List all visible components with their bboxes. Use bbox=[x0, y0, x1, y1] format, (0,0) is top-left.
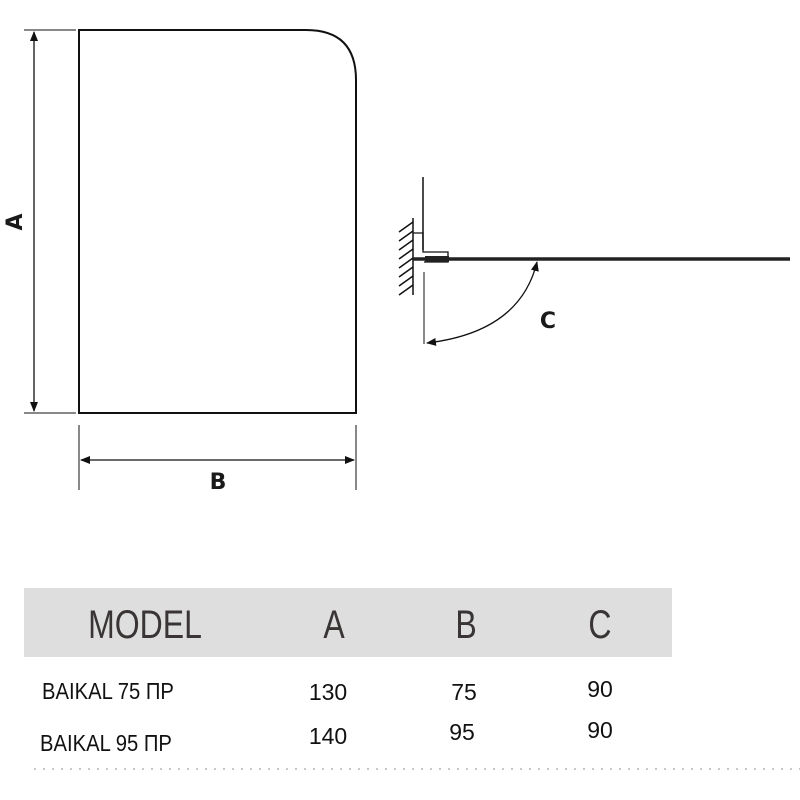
cell-b: 95 bbox=[449, 719, 475, 745]
cell-c: 90 bbox=[587, 676, 613, 702]
header-a: A bbox=[323, 602, 345, 647]
cell-model: BAIKAL 95 ПР bbox=[40, 730, 172, 757]
cell-a: 140 bbox=[309, 723, 347, 749]
dimension-a-label: A bbox=[3, 213, 28, 230]
table-row: BAIKAL 75 ПР 130 75 90 bbox=[42, 676, 613, 705]
swing-arc bbox=[426, 261, 539, 346]
header-c: C bbox=[588, 602, 611, 647]
header-b: B bbox=[455, 602, 476, 647]
dimension-b-label: B bbox=[210, 470, 227, 495]
cell-b: 75 bbox=[451, 679, 477, 705]
side-view: C bbox=[398, 177, 790, 346]
cell-model: BAIKAL 75 ПР bbox=[42, 678, 174, 705]
table-header-band bbox=[24, 588, 672, 657]
glass-panel-outline bbox=[78, 29, 357, 414]
wall-hatch bbox=[398, 218, 414, 296]
cell-c: 90 bbox=[587, 717, 613, 743]
dimension-c-label: C bbox=[540, 309, 556, 334]
table-row: BAIKAL 95 ПР 140 95 90 bbox=[40, 717, 613, 756]
dimensions-table: MODEL A B C BAIKAL 75 ПР 130 75 90 BAIKA… bbox=[24, 588, 800, 770]
dimension-b: B bbox=[78, 425, 357, 495]
cell-a: 130 bbox=[309, 679, 347, 705]
header-model: MODEL bbox=[88, 602, 202, 647]
dimension-a: A bbox=[3, 29, 76, 414]
